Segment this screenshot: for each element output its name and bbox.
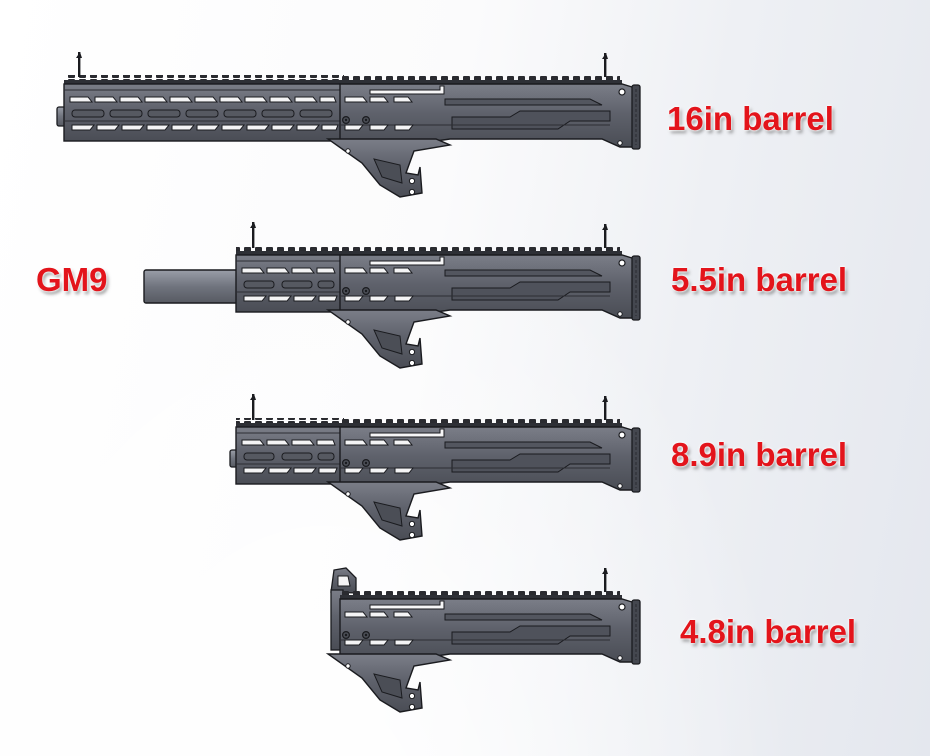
label-5-5in: 5.5in barrel [671,261,848,298]
rifle-4-8in [327,567,641,713]
rifle-8-9in-drawing [229,394,641,541]
rifle-5-5in [0,0,930,369]
rifle-16in [0,0,930,200]
handguard [235,394,345,485]
handguard [63,52,345,142]
rifle-8-9in [229,394,641,541]
rifle-5-5in-drawing [143,222,641,369]
label-8-9in: 8.9in barrel [671,436,848,473]
label-gm9: GM9 [36,261,108,298]
rifle-4-8in-drawing [327,567,641,713]
rifle-16in-drawing [56,52,641,198]
label-4-8in: 4.8in barrel [680,613,857,650]
label-16in: 16in barrel [667,100,834,137]
